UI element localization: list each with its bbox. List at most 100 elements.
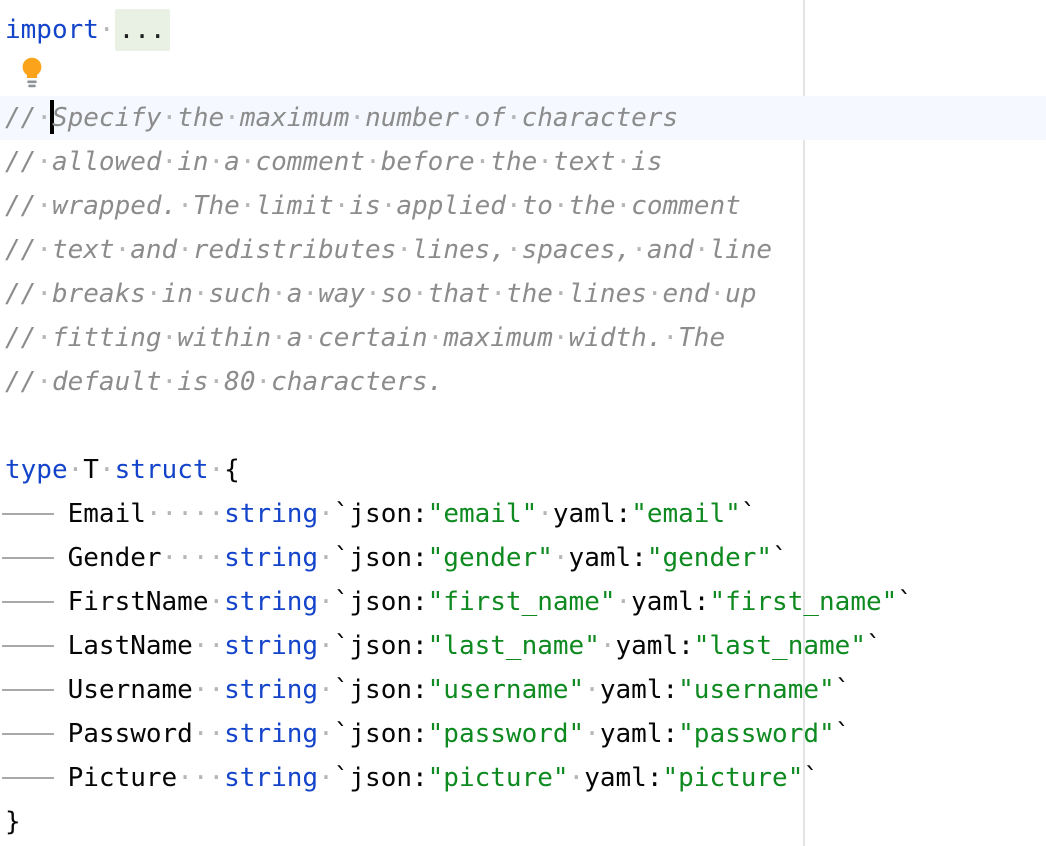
code-token: "picture"	[427, 763, 569, 793]
code-line-8[interactable]: //·fitting·within·a·certain·maximum·widt…	[0, 316, 1046, 360]
tab-whitespace-line	[2, 601, 54, 603]
code-line-5[interactable]: //·wrapped.·The·limit·is·applied·to·the·…	[0, 184, 1046, 228]
code-token: yaml:	[599, 719, 679, 749]
whitespace-dot: ·	[552, 279, 569, 309]
whitespace-dot: ·	[36, 191, 52, 221]
code-token: "first_name"	[709, 587, 898, 617]
code-line-10[interactable]	[0, 404, 1046, 448]
whitespace-dot: ·	[177, 235, 193, 265]
whitespace-dots: ·	[584, 719, 600, 749]
code-token: comment	[255, 147, 366, 177]
folded-import-region[interactable]: ...	[114, 9, 170, 51]
whitespace-dot: ·	[36, 235, 52, 265]
whitespace-dot: ·	[192, 279, 209, 309]
whitespace-dot: ·	[145, 279, 162, 309]
whitespace-dot: ·	[552, 191, 569, 221]
tab-indent-guide	[2, 492, 68, 536]
code-token: a	[286, 323, 303, 353]
code-token: `	[834, 719, 851, 749]
code-token: of	[474, 103, 506, 133]
code-token: Picture	[67, 763, 178, 793]
whitespace-dot: ·	[36, 147, 52, 177]
whitespace-dots: ·	[318, 763, 334, 793]
code-line-15[interactable]: LastName··string·`json:"last_name"·yaml:…	[0, 624, 1046, 668]
code-token: fitting	[51, 323, 162, 353]
code-token: Username	[67, 675, 193, 705]
whitespace-dot: ·	[552, 323, 569, 353]
code-token: certain	[318, 323, 428, 353]
code-token: "gender"	[427, 543, 553, 573]
whitespace-dots: ·	[584, 675, 600, 705]
code-line-6[interactable]: //·text·and·redistributes·lines,·spaces,…	[0, 228, 1046, 272]
whitespace-dot: ·	[161, 103, 178, 133]
code-token: //	[5, 103, 37, 133]
code-token: and	[130, 235, 178, 265]
tab-indent-guide	[2, 668, 68, 712]
code-token: number	[365, 103, 459, 133]
whitespace-dot: ·	[412, 279, 428, 309]
code-token: is	[177, 367, 209, 397]
code-token: in	[161, 279, 193, 309]
whitespace-dot: ·	[271, 279, 287, 309]
code-token: Email	[67, 499, 146, 529]
code-line-16[interactable]: Username··string·`json:"username"·yaml:"…	[0, 668, 1046, 712]
code-token: {	[224, 455, 240, 485]
code-token: yaml:	[599, 675, 679, 705]
code-token: end	[662, 279, 710, 309]
code-line-17[interactable]: Password··string·`json:"password"·yaml:"…	[0, 712, 1046, 756]
whitespace-dot: ·	[255, 367, 272, 397]
code-line-9[interactable]: //·default·is·80·characters.	[0, 360, 1046, 404]
code-line-1[interactable]: import·...	[0, 8, 1046, 52]
code-token: breaks	[51, 279, 146, 309]
whitespace-dot: ·	[505, 103, 522, 133]
whitespace-dots: ·	[318, 543, 334, 573]
code-token: `json:	[333, 543, 428, 573]
code-token: "email"	[631, 499, 741, 529]
code-line-2[interactable]	[0, 52, 1046, 96]
tab-indent-guide	[2, 624, 68, 668]
code-token: yaml:	[615, 631, 694, 661]
whitespace-dots: ·····	[145, 499, 225, 529]
code-token: T	[83, 455, 99, 485]
code-line-3[interactable]: //·Specify·the·maximum·number·of·charact…	[0, 96, 1046, 140]
code-token: lines	[568, 279, 647, 309]
code-line-14[interactable]: FirstName·string·`json:"first_name"·yaml…	[0, 580, 1046, 624]
whitespace-dot: ·	[396, 235, 413, 265]
code-token: the	[568, 191, 616, 221]
code-token: "last_name"	[427, 631, 600, 661]
whitespace-dot: ·	[365, 279, 381, 309]
whitespace-dot: ·	[458, 103, 475, 133]
code-line-11[interactable]: type·T·struct·{	[0, 448, 1046, 492]
code-token: yaml:	[568, 543, 647, 573]
code-token: string	[224, 587, 319, 617]
tab-whitespace-line	[2, 557, 54, 559]
code-token: yaml:	[552, 499, 632, 529]
code-token: yaml:	[584, 763, 663, 793]
code-line-4[interactable]: //·allowed·in·a·comment·before·the·text·…	[0, 140, 1046, 184]
whitespace-dots: ·	[318, 587, 334, 617]
code-token: `json:	[333, 675, 428, 705]
text-caret	[49, 100, 54, 134]
whitespace-dot: ·	[646, 279, 663, 309]
code-token: text	[51, 235, 115, 265]
intention-lightbulb-icon[interactable]	[21, 57, 43, 91]
whitespace-dots: ·	[568, 763, 585, 793]
code-token: type	[5, 455, 68, 485]
code-line-19[interactable]: }	[0, 800, 1046, 844]
code-token: spaces,	[521, 235, 632, 265]
whitespace-dot: ·	[505, 191, 522, 221]
code-token: //	[5, 191, 37, 221]
code-line-13[interactable]: Gender····string·`json:"gender"·yaml:"ge…	[0, 536, 1046, 580]
code-line-7[interactable]: //·breaks·in·such·a·way·so·that·the·line…	[0, 272, 1046, 316]
code-line-18[interactable]: Picture···string·`json:"picture"·yaml:"p…	[0, 756, 1046, 800]
code-token: `	[897, 587, 913, 617]
code-token: `	[803, 763, 820, 793]
whitespace-dot: ·	[208, 147, 225, 177]
right-margin-guide	[803, 0, 805, 846]
code-token: maximum	[239, 103, 350, 133]
code-line-12[interactable]: Email·····string·`json:"email"·yaml:"ema…	[0, 492, 1046, 536]
code-token: that	[427, 279, 491, 309]
code-token: `	[834, 675, 851, 705]
